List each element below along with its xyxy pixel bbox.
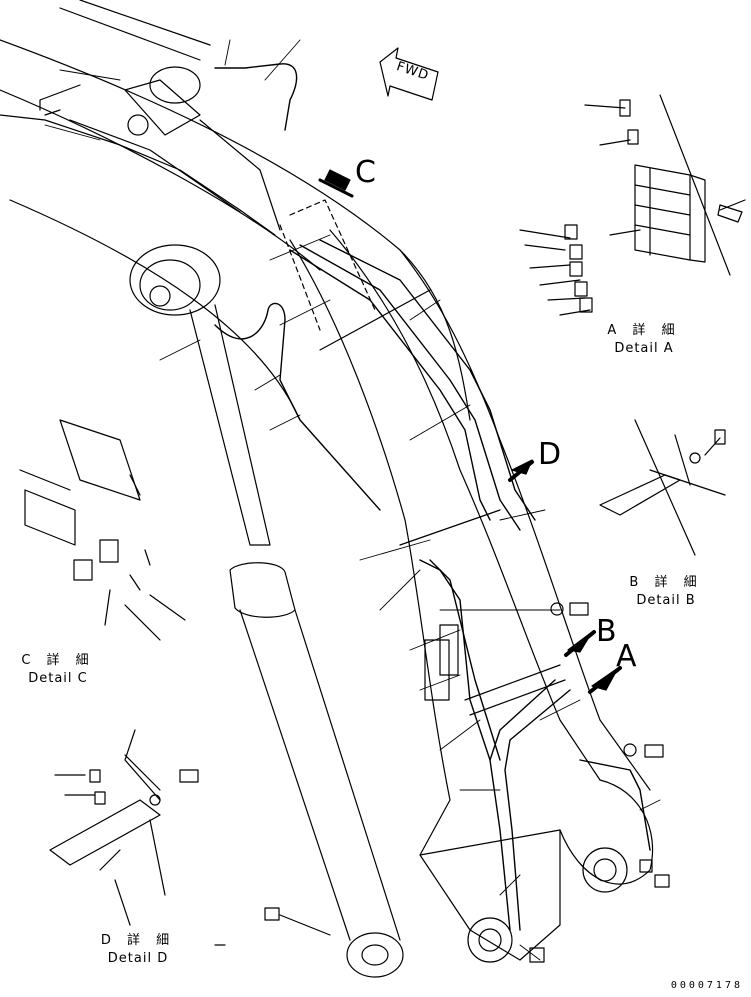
detail-d-jp: D 詳 細 bbox=[100, 933, 176, 948]
leader-lines bbox=[44, 39, 661, 961]
detail-d-caption: D 詳 細 Detail D bbox=[98, 932, 178, 968]
detail-c-drawing bbox=[19, 419, 186, 641]
upper-head-cylinder bbox=[39, 66, 281, 231]
detail-a-en: Detail A bbox=[614, 341, 674, 356]
detail-c-region bbox=[279, 199, 376, 331]
detail-d-drawing bbox=[49, 729, 199, 926]
view-arrow-a bbox=[588, 666, 622, 694]
view-letter-b: B bbox=[596, 614, 617, 649]
view-letter-c: C bbox=[355, 155, 376, 190]
detail-b-en: Detail B bbox=[636, 593, 696, 608]
fwd-arrow bbox=[379, 47, 439, 101]
clamp-brackets bbox=[319, 289, 566, 716]
boom-foot-pin bbox=[467, 847, 628, 963]
detail-c-en: Detail C bbox=[28, 671, 88, 686]
view-arrow-c bbox=[318, 169, 354, 198]
detail-a-caption: A 詳 細 Detail A bbox=[604, 322, 684, 358]
detail-c-caption: C 詳 細 Detail C bbox=[18, 652, 98, 688]
detail-b-jp: B 詳 細 bbox=[629, 575, 703, 590]
boom-cylinder bbox=[129, 244, 404, 978]
part-number: 00007178 bbox=[670, 980, 743, 991]
detail-a-jp: A 詳 細 bbox=[607, 323, 681, 338]
view-arrow-d bbox=[508, 459, 534, 482]
detail-d-en: Detail D bbox=[107, 951, 169, 966]
detail-b-caption: B 詳 細 Detail B bbox=[626, 574, 706, 610]
detail-c-jp: C 詳 細 bbox=[21, 653, 95, 668]
boom-upper-outline bbox=[0, 0, 471, 421]
fittings-bottom bbox=[214, 602, 670, 963]
detail-a-drawing bbox=[519, 94, 746, 316]
view-letter-a: A bbox=[616, 639, 637, 674]
view-arrow-b bbox=[564, 630, 596, 657]
boom-main-body bbox=[289, 229, 654, 961]
view-letter-d: D bbox=[538, 437, 562, 472]
detail-b-drawing bbox=[599, 419, 726, 556]
hose-lines bbox=[214, 63, 651, 931]
